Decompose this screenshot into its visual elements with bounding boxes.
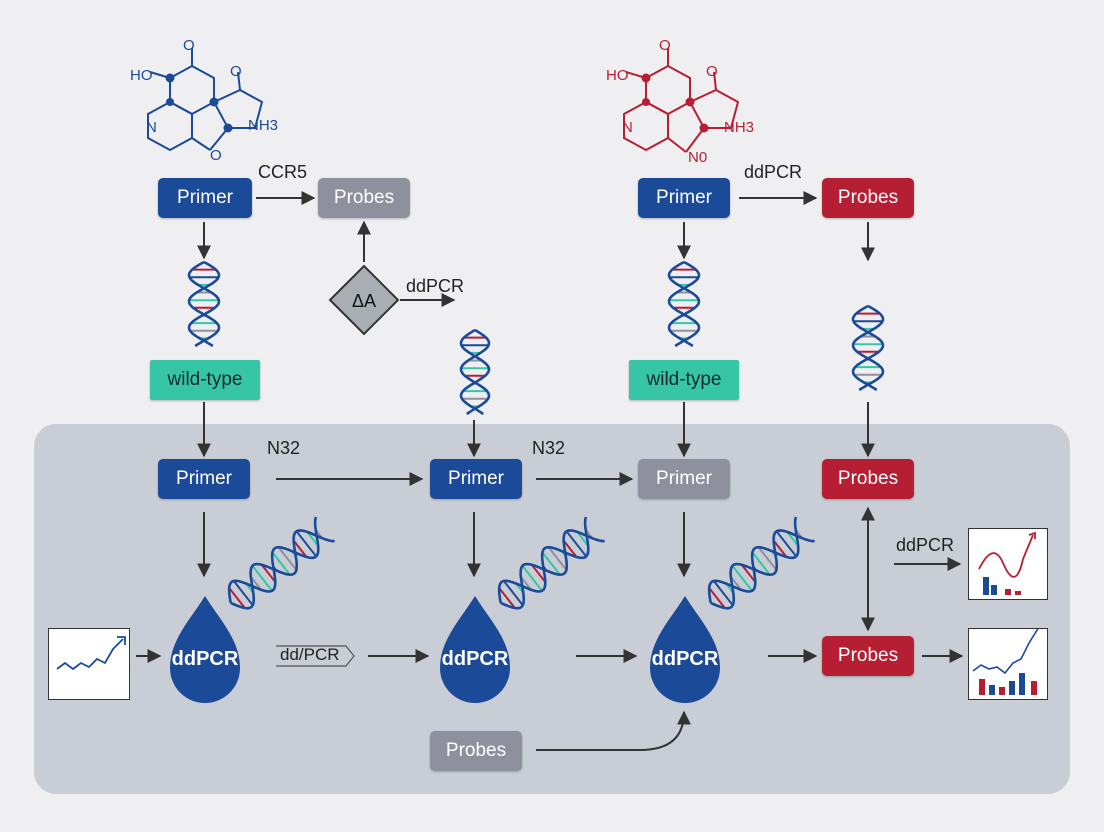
molecule-left-label-n: N <box>146 119 157 136</box>
molecule-left-labels: HO O O NH3 O N <box>130 37 278 164</box>
dna-helix-panel-3 <box>707 516 815 610</box>
molecule-left-label-ho: HO <box>130 67 153 84</box>
molecule-right-label-ho: HO <box>606 67 629 84</box>
dna-helix-panel-1 <box>227 516 335 610</box>
n32-label-left: N32 <box>267 438 301 458</box>
dna-helix-top-mid <box>459 328 491 416</box>
primer-box-3[interactable]: Primer <box>638 459 730 499</box>
panel-arrows <box>136 472 964 751</box>
ddpcr-bracket-icon <box>276 645 355 667</box>
dna-helix-right <box>851 304 885 392</box>
molecule-right-label-n0: N0 <box>688 149 707 166</box>
molecule-right-label-o1: O <box>659 37 671 54</box>
ddpcr-label-top-right: ddPCR <box>744 162 803 182</box>
probes-box-panel-top[interactable]: Probes <box>822 459 914 499</box>
line-chart-thumbnail <box>48 628 130 700</box>
delta-label: ΔA <box>352 291 376 311</box>
molecule-right-label-n: N <box>622 119 633 136</box>
bar-chart-thumbnail-bottom <box>968 626 1048 700</box>
molecule-right-label-o2: O <box>706 63 718 80</box>
primer-box-2[interactable]: Primer <box>430 459 522 499</box>
ddpcr-label-mid: ddPCR <box>406 276 465 296</box>
primer-box-top-left[interactable]: Primer <box>158 178 252 218</box>
molecule-right-icon <box>623 48 740 153</box>
probes-box-bottom-gray[interactable]: Probes <box>430 731 522 771</box>
probes-box-top-right[interactable]: Probes <box>822 178 914 218</box>
molecule-right-labels: HO O O NH3 N0 N <box>606 37 754 166</box>
delta-diamond: ΔA <box>328 264 400 336</box>
probes-box-top-left[interactable]: Probes <box>318 178 410 218</box>
n32-label-right: N32 <box>532 438 566 458</box>
molecule-right-label-nh3: NH3 <box>724 119 754 136</box>
droplet-3-icon <box>650 596 720 703</box>
dna-helix-top-left <box>187 260 221 348</box>
arrow-probes-to-drop3 <box>536 710 691 751</box>
droplet-3-label: ddPCR <box>651 648 719 670</box>
droplet-2-label: ddPCR <box>441 648 509 670</box>
bar-chart-thumbnail-top <box>968 528 1048 600</box>
droplet-1-icon <box>170 596 240 703</box>
molecule-left-label-o1: O <box>183 37 195 54</box>
molecule-left-icon <box>147 48 264 152</box>
primer-box-1[interactable]: Primer <box>158 459 250 499</box>
droplet-2-icon <box>440 596 510 703</box>
wild-type-box-right[interactable]: wild-type <box>629 360 739 400</box>
ccr5-label: CCR5 <box>258 162 308 182</box>
droplet-1-label: ddPCR <box>171 648 239 670</box>
molecule-left-label-nh3: NH3 <box>248 117 278 134</box>
ddpcr-bracket-label: dd/PCR <box>280 645 340 664</box>
primer-box-top-right[interactable]: Primer <box>638 178 730 218</box>
top-arrows <box>197 191 875 458</box>
ddpcr-label-side: ddPCR <box>896 535 955 555</box>
molecule-left-label-o2: O <box>230 63 242 80</box>
wild-type-box-left[interactable]: wild-type <box>150 360 260 400</box>
dna-helix-top-right <box>667 260 701 348</box>
dna-helices <box>187 260 885 610</box>
molecule-left-label-o3: O <box>210 147 222 164</box>
dna-helix-panel-2 <box>497 516 605 610</box>
probes-box-panel-bottom[interactable]: Probes <box>822 636 914 676</box>
